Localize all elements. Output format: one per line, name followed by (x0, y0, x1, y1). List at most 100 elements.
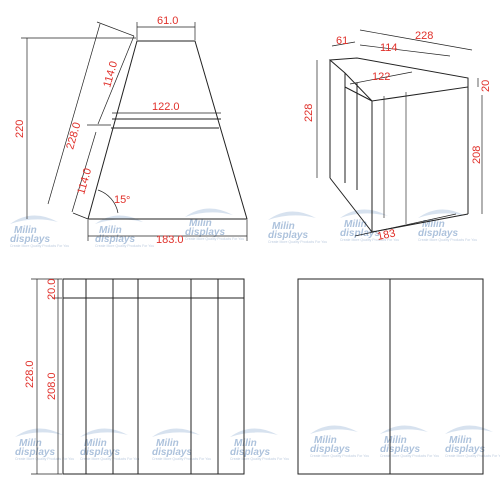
watermark-brand-line2: displays (380, 444, 420, 455)
watermark-swoosh-icon (80, 428, 128, 437)
watermark-tagline: Create More Quality Products For You (445, 454, 500, 458)
watermark-brand-line1: Milin (422, 219, 445, 230)
dim-side-total-height: 228.0 (24, 360, 36, 388)
watermark-brand-line2: displays (230, 447, 270, 458)
watermark-swoosh-icon (95, 215, 143, 224)
dim-front-slant-lower: 114.0 (75, 167, 94, 196)
watermark-brand-line2: displays (15, 447, 55, 458)
front-trapezoid-outline (87, 40, 248, 220)
dim-front-bottom-width: 183.0 (156, 234, 184, 246)
dim-line-iso-61 (331, 41, 356, 47)
watermark-swoosh-icon (445, 425, 493, 434)
watermark-tagline: Create More Quality Products For You (185, 237, 244, 241)
dim-line-iso-114 (359, 44, 451, 57)
watermark-tagline: Create More Quality Products For You (418, 238, 477, 242)
dim-front-angle: 15 (114, 194, 126, 206)
watermark-brand-line1: Milin (14, 225, 37, 236)
side-outline (62, 278, 245, 475)
watermark-brand-line1: Milin (156, 438, 179, 449)
watermark-brand-line2: displays (80, 447, 120, 458)
watermark-brand-line1: Milin (99, 225, 122, 236)
watermark-swoosh-icon (310, 425, 358, 434)
dim-line-slant-upper (97, 35, 135, 125)
watermark-brand-line1: Milin (344, 219, 367, 230)
dim-line-iso-122 (349, 71, 413, 85)
dim-ext-slant-top (96, 21, 135, 37)
dim-iso-inner-width: 122 (372, 71, 390, 83)
watermark-tagline: Create More Quality Products For You (152, 457, 211, 461)
watermark-swoosh-icon (152, 428, 200, 437)
watermark-swoosh-icon (268, 211, 316, 220)
angle-arc (97, 189, 119, 214)
watermark-brand-line1: Milin (384, 435, 407, 446)
watermark-swoosh-icon (185, 208, 233, 217)
watermark-swoosh-icon (380, 425, 428, 434)
watermark-tagline: Create More Quality Products For You (310, 454, 369, 458)
watermark-tagline: Create More Quality Products For You (95, 244, 154, 248)
watermark-brand-line1: Milin (84, 438, 107, 449)
watermark-tagline: Create More Quality Products For You (340, 238, 399, 242)
watermark-brand-line2: displays (268, 230, 308, 241)
dim-iso-bottom: 183 (376, 227, 396, 243)
watermark-tagline: Create More Quality Products For You (230, 457, 289, 461)
dim-iso-top-front: 61 (336, 35, 348, 47)
watermark-tagline: Create More Quality Products For You (380, 454, 439, 458)
watermark-tagline: Create More Quality Products For You (10, 244, 69, 248)
watermark-brand-line2: displays (340, 228, 380, 239)
watermark-brand-line2: displays (152, 447, 192, 458)
side-view: 228.0 208.0 20.0 (24, 278, 245, 475)
iso-top-panel (328, 57, 469, 102)
dim-line-iso-183 (354, 213, 457, 237)
isometric-view: 61 114 228 122 228 208 20 183 (303, 29, 492, 243)
watermark-brand-line1: Milin (314, 435, 337, 446)
dim-iso-top-long: 228 (415, 30, 433, 42)
front-view: 61.0 122.0 183.0 220 228.0 114.0 114.0 1… (14, 15, 248, 246)
dim-iso-top-mid: 114 (380, 42, 398, 54)
watermark-brand-line2: displays (10, 234, 50, 245)
watermark-swoosh-icon (418, 209, 466, 218)
watermark-swoosh-icon (230, 428, 278, 437)
dim-iso-top-thickness: 20 (480, 80, 492, 92)
watermark-tagline: Create More Quality Products For You (15, 457, 74, 461)
watermark-brand-line1: Milin (19, 438, 42, 449)
dim-front-total-height: 220 (14, 120, 26, 138)
dim-iso-height-left: 228 (303, 104, 315, 122)
dim-front-slant-upper: 114.0 (101, 60, 120, 89)
watermark-brand-line2: displays (418, 228, 458, 239)
dim-line-iso-228 (359, 29, 473, 51)
dim-iso-height-right: 208 (471, 146, 483, 164)
dim-front-top-width: 61.0 (157, 15, 178, 27)
watermark-brand-line2: displays (95, 234, 135, 245)
dim-front-mid-width: 122.0 (152, 101, 180, 113)
watermark-swoosh-icon (15, 428, 63, 437)
watermark-tagline: Create More Quality Products For You (268, 240, 327, 244)
watermark-brand-line1: Milin (272, 221, 295, 232)
watermark-brand-line1: Milin (234, 438, 257, 449)
watermark-brand-line2: displays (310, 444, 350, 455)
watermark-brand-line2: displays (445, 444, 485, 455)
dim-ext-slant-bottom (72, 212, 89, 220)
watermark-tagline: Create More Quality Products For You (80, 457, 139, 461)
dim-front-angle-unit: ° (126, 195, 130, 207)
dim-line-slant-lower (71, 131, 97, 213)
dim-front-slant-total: 228.0 (64, 121, 83, 151)
dim-side-top-thickness: 20.0 (46, 279, 58, 300)
watermark-brand-line1: Milin (189, 218, 212, 229)
dim-line-slant-total (47, 23, 101, 205)
dim-side-inner-height: 208.0 (46, 372, 58, 400)
watermark-swoosh-icon (340, 209, 388, 218)
watermark-swoosh-icon (10, 215, 58, 224)
